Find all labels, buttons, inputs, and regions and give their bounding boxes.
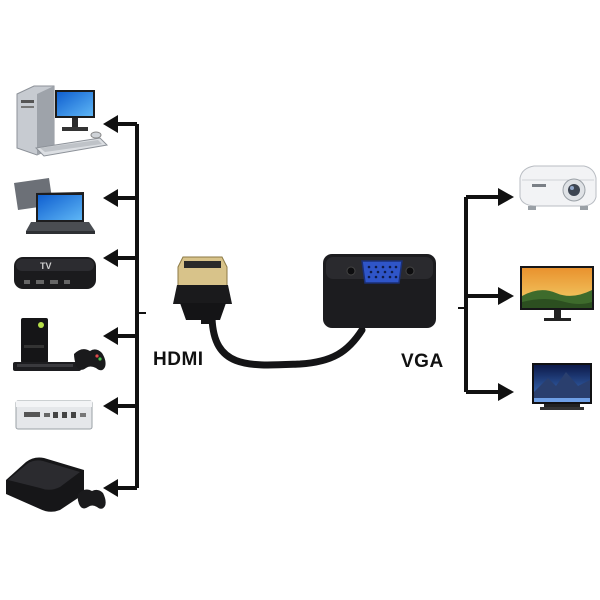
target-connector-tree <box>458 195 500 394</box>
source-connector-tree <box>114 122 146 490</box>
target-arrowheads <box>498 188 514 401</box>
source-arrowheads <box>103 115 118 497</box>
vga-port-icon <box>361 260 403 284</box>
arrow-left-icon <box>103 249 118 267</box>
vga-label: VGA <box>401 351 444 372</box>
arrow-right-icon <box>498 287 514 305</box>
arrow-left-icon <box>103 327 118 345</box>
projector-icon <box>519 165 597 210</box>
arrow-left-icon <box>103 189 118 207</box>
hdmi-plug-icon <box>173 256 232 324</box>
laptop-icon <box>14 178 95 234</box>
adapter-cable <box>208 314 366 369</box>
arrow-right-icon <box>498 383 514 401</box>
arrow-left-icon <box>103 115 118 133</box>
television-icon <box>532 363 592 410</box>
arrow-left-icon <box>103 397 118 415</box>
arrow-left-icon <box>103 479 118 497</box>
monitor-icon <box>520 266 594 321</box>
tv-box-logo-text: TV <box>40 261 52 271</box>
set-top-box-icon <box>15 400 93 430</box>
hdmi-label: HDMI <box>153 349 204 370</box>
vga-adapter-icon <box>323 254 436 328</box>
arrow-right-icon <box>498 188 514 206</box>
desktop-pc-icon <box>16 85 109 157</box>
playstation-console-icon <box>6 457 106 512</box>
tv-box-icon: TV <box>14 257 96 289</box>
xbox-console-icon <box>13 318 106 371</box>
